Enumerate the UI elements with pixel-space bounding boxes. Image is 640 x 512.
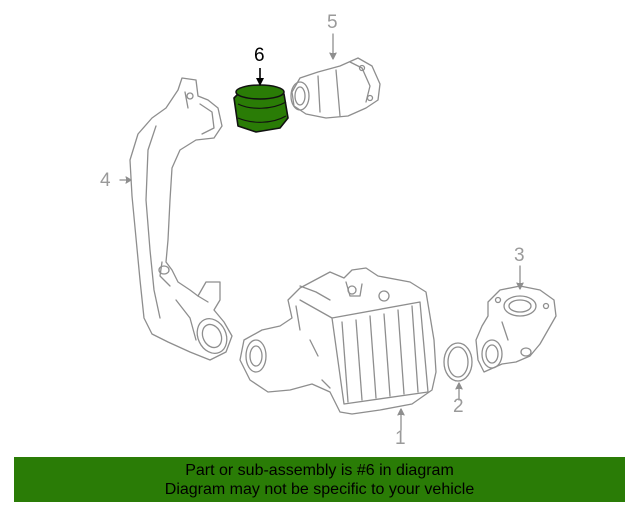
- part-5-air-duct[interactable]: [290, 57, 381, 119]
- callout-number-5: 5: [327, 12, 338, 33]
- callout-number-3: 3: [514, 245, 525, 266]
- part-2-gasket[interactable]: [443, 342, 473, 382]
- part-1-intercooler[interactable]: [239, 267, 437, 415]
- part-4-intake-pipe[interactable]: [129, 77, 233, 361]
- callout-number-6: 6: [254, 45, 265, 66]
- banner-line-part-note: Part or sub-assembly is #6 in diagram: [185, 462, 454, 479]
- callout-number-1: 1: [395, 428, 406, 449]
- part-6-hose-coupler[interactable]: [233, 68, 289, 133]
- callout-number-2: 2: [453, 396, 464, 417]
- part-3-outlet-elbow[interactable]: [475, 285, 557, 373]
- parts-diagram: [119, 33, 557, 431]
- info-banner: Part or sub-assembly is #6 in diagram Di…: [14, 457, 625, 502]
- callout-number-4: 4: [100, 170, 111, 191]
- callout-leaders: [119, 33, 524, 431]
- banner-line-disclaimer: Diagram may not be specific to your vehi…: [164, 481, 475, 498]
